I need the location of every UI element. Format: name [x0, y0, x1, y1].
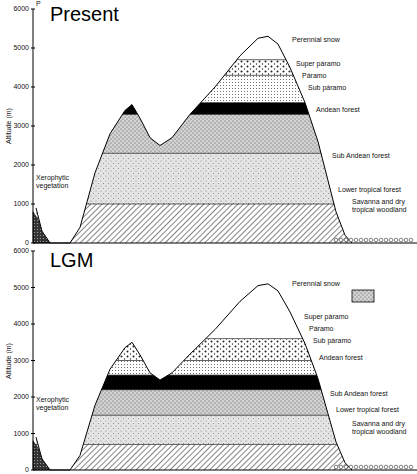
vegetation-zone	[30, 204, 360, 243]
zone-label: Perennial snow	[292, 280, 340, 288]
zone-label: Andean forest	[319, 354, 363, 362]
axis-title: Altitude (m)	[5, 96, 13, 156]
zone-label: Xerophytic vegetation	[36, 396, 78, 412]
ground-line	[33, 470, 417, 471]
axis-tick: 6000	[1, 5, 29, 13]
axis-tick: 2000	[1, 393, 29, 401]
axis-tick: 4000	[1, 83, 29, 91]
vegetation-zone	[30, 361, 360, 376]
vegetation-zone	[30, 0, 360, 60]
panel	[30, 215, 417, 471]
zone-label: Xerophytic vegetation	[36, 174, 78, 190]
axis-tick: 6000	[1, 247, 29, 255]
zone-label: Super páramo	[296, 60, 340, 68]
vegetation-zone	[30, 215, 360, 339]
zone-label: Savanna and dry tropical woodland	[352, 198, 414, 214]
zone-label: Sub páramo	[308, 84, 346, 92]
axis-tick: 0	[1, 239, 29, 247]
panel-title: Present	[50, 3, 119, 25]
zone-label: Páramo	[309, 325, 334, 333]
zone-label: Super páramo	[304, 313, 348, 321]
zone-label: Lower tropical forest	[338, 186, 401, 194]
xerophytic-zone	[33, 212, 50, 243]
axis-tick: 1000	[1, 430, 29, 438]
vegetation-zone	[30, 153, 360, 204]
mountain-outline	[36, 284, 352, 470]
zone-label: Lower tropical forest	[336, 406, 399, 414]
axis-tick: 0	[1, 466, 29, 474]
vegetation-zone	[30, 375, 360, 390]
zone-label: Andean forest	[316, 106, 360, 114]
ground-line	[33, 243, 417, 244]
vegetation-zone	[30, 390, 360, 416]
axis-title: Altitude (m)	[5, 331, 13, 391]
vegetation-zone	[30, 444, 360, 470]
axis-tick: 5000	[1, 284, 29, 292]
zone-label: Sub Andean forest	[330, 390, 388, 398]
panel	[30, 0, 417, 243]
vegetation-zone	[30, 75, 360, 102]
panel-title: LGM	[50, 249, 93, 271]
mountain-outline	[36, 36, 352, 243]
axis-tick: 4000	[1, 320, 29, 328]
zone-label: Sub páramo	[313, 337, 351, 345]
zone-label: Páramo	[302, 72, 327, 80]
zone-label: Savanna and dry tropical woodland	[352, 420, 414, 436]
axis-tick: 2000	[1, 161, 29, 169]
axis-tick: 5000	[1, 44, 29, 52]
zone-label: Perennial snow	[292, 36, 340, 44]
vegetation-zone	[30, 415, 360, 444]
legend-box	[352, 290, 374, 302]
zone-label: Sub Andean forest	[332, 152, 390, 160]
xerophytic-zone	[33, 441, 50, 470]
axis-mark: P	[36, 0, 41, 8]
axis-tick: 1000	[1, 200, 29, 208]
